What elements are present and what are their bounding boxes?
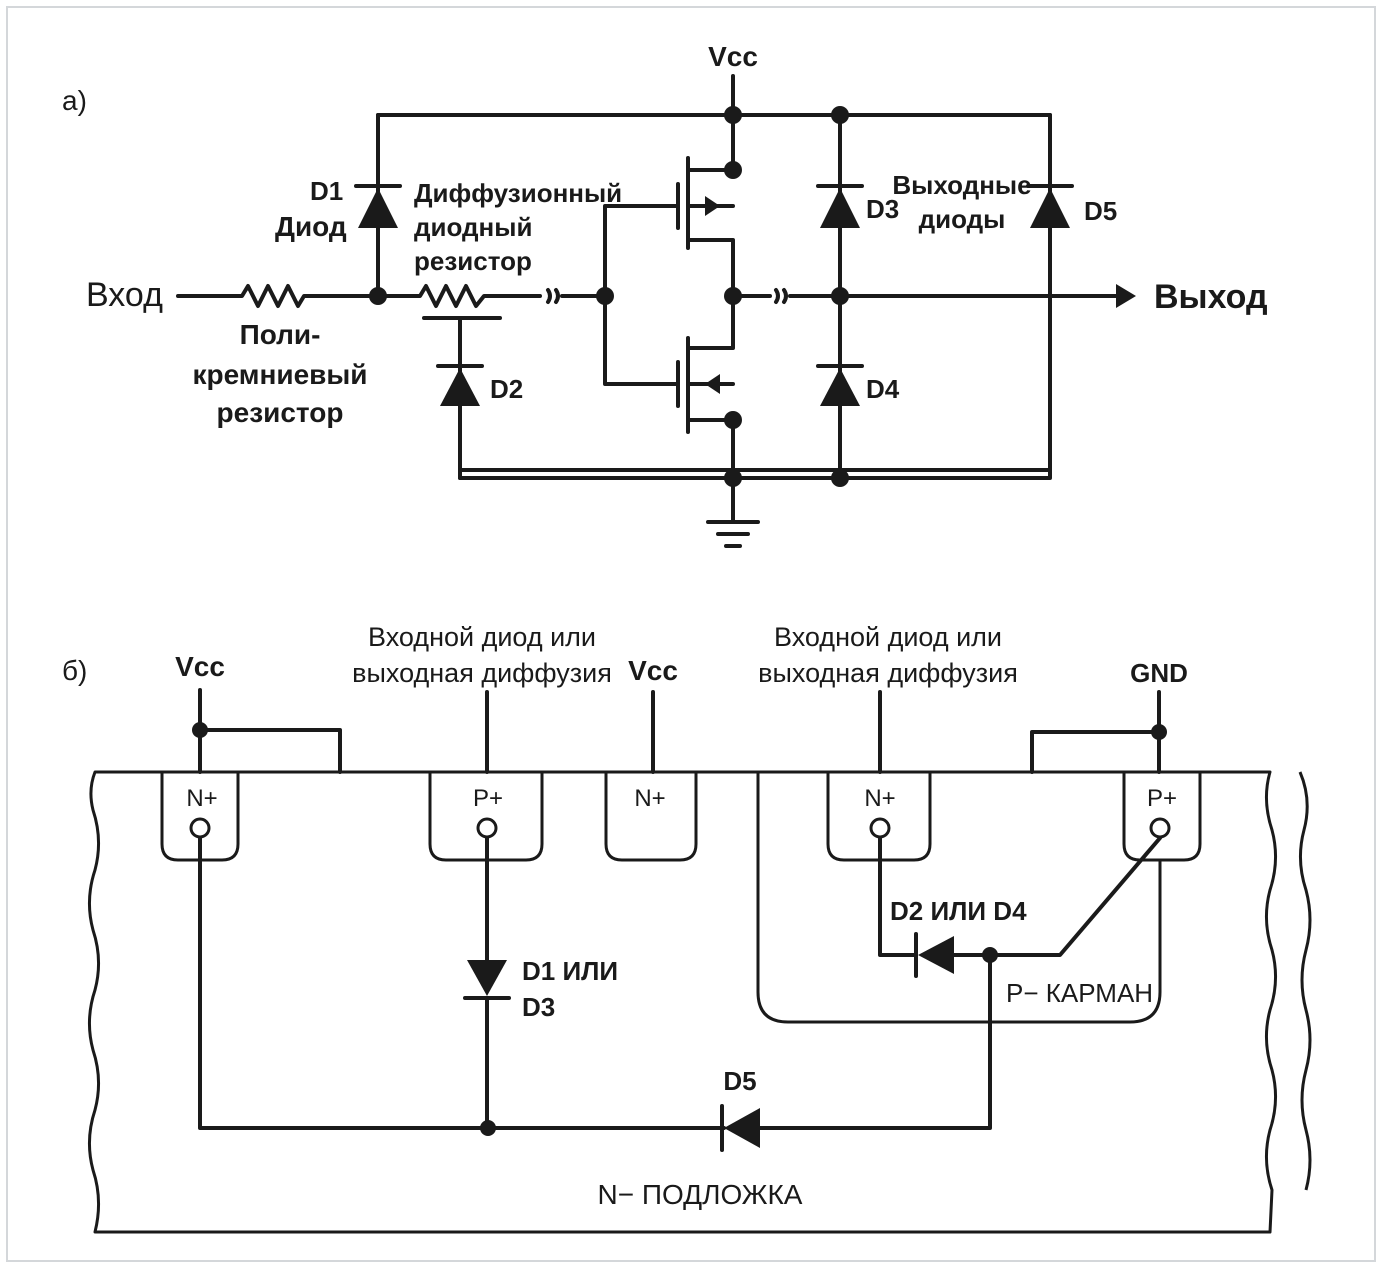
vcc-left-label: Vcc: [175, 651, 225, 682]
d5-label-a: D5: [1084, 196, 1117, 226]
svg-text:D3: D3: [522, 992, 555, 1022]
d5-label-b: D5: [723, 1066, 756, 1096]
diode-d3: [816, 184, 864, 228]
diode-d1-or-d3: [463, 960, 511, 1000]
svg-text:Входной диод или: Входной диод или: [368, 622, 596, 652]
svg-text:D1 ИЛИ: D1 ИЛИ: [522, 956, 618, 986]
p-well-label: P− КАРМАН: [1006, 978, 1153, 1008]
diode-d5-b: [720, 1104, 760, 1152]
svg-text:Диффузионный: Диффузионный: [414, 178, 622, 208]
d2-or-d4-label: D2 ИЛИ D4: [890, 896, 1027, 926]
substrate-label: N− ПОДЛОЖКА: [598, 1179, 803, 1210]
output-label: Выход: [1154, 278, 1268, 316]
panel-a: а) Vcc Вход D1 Диод: [62, 41, 1268, 548]
svg-text:резистор: резистор: [217, 397, 344, 428]
region-p-plus-2: P+: [1147, 785, 1177, 812]
diffusion-label-2: Входной диод или выходная диффузия: [758, 622, 1018, 688]
d2-label: D2: [490, 374, 523, 404]
p-well-outline: [756, 772, 1162, 1024]
svg-text:Входной диод или: Входной диод или: [774, 622, 1002, 652]
input-line: [176, 284, 542, 308]
svg-text:диодный: диодный: [414, 212, 532, 242]
svg-text:кремниевый: кремниевый: [192, 359, 367, 390]
panel-a-label: а): [62, 85, 87, 116]
panel-b: б) Vcc Vcc GND Входной диод или выходная…: [62, 622, 1312, 1234]
pmos-transistor: [676, 113, 735, 298]
region-n-plus-2: N+: [634, 785, 665, 812]
d1-desc: Диод: [275, 211, 347, 242]
svg-text:Поли-: Поли-: [240, 319, 321, 350]
d4-label: D4: [866, 374, 900, 404]
d3-label: D3: [866, 194, 899, 224]
diode-d2: [436, 316, 484, 480]
d1-or-d3-label: D1 ИЛИ D3: [522, 956, 618, 1022]
svg-text:резистор: резистор: [414, 246, 532, 276]
input-label: Вход: [86, 276, 163, 314]
diffusion-resistor-label: Диффузионный диодный резистор: [414, 178, 622, 276]
svg-text:Выходные: Выходные: [892, 170, 1031, 200]
diode-d1: [354, 184, 402, 228]
vcc-mid-label: Vcc: [628, 655, 678, 686]
nmos-transistor: [676, 294, 735, 472]
region-n-plus-1: N+: [186, 785, 217, 812]
region-p-plus-1: P+: [473, 785, 503, 812]
output-arrow: [1116, 284, 1136, 308]
output-diodes-label: Выходные диоды: [892, 170, 1031, 234]
poly-resistor-label: Поли- кремниевый резистор: [192, 319, 367, 428]
panel-b-label: б): [62, 655, 87, 686]
figure-frame: [6, 6, 1376, 1262]
gnd-label: GND: [1130, 658, 1188, 688]
svg-text:выходная диффузия: выходная диффузия: [758, 658, 1018, 688]
region-n-plus-3: N+: [864, 785, 895, 812]
svg-text:выходная диффузия: выходная диффузия: [352, 658, 612, 688]
diode-d2-or-d4: [914, 932, 954, 978]
vcc-label: Vcc: [708, 41, 758, 72]
d1-label: D1: [310, 176, 343, 206]
ground-symbol: [706, 520, 760, 548]
diode-d5-a: [1026, 184, 1074, 228]
substrate-outline: [88, 770, 1277, 1234]
diffusion-label-1: Входной диод или выходная диффузия: [352, 622, 612, 688]
diode-d4: [816, 364, 864, 406]
svg-text:диоды: диоды: [919, 204, 1006, 234]
